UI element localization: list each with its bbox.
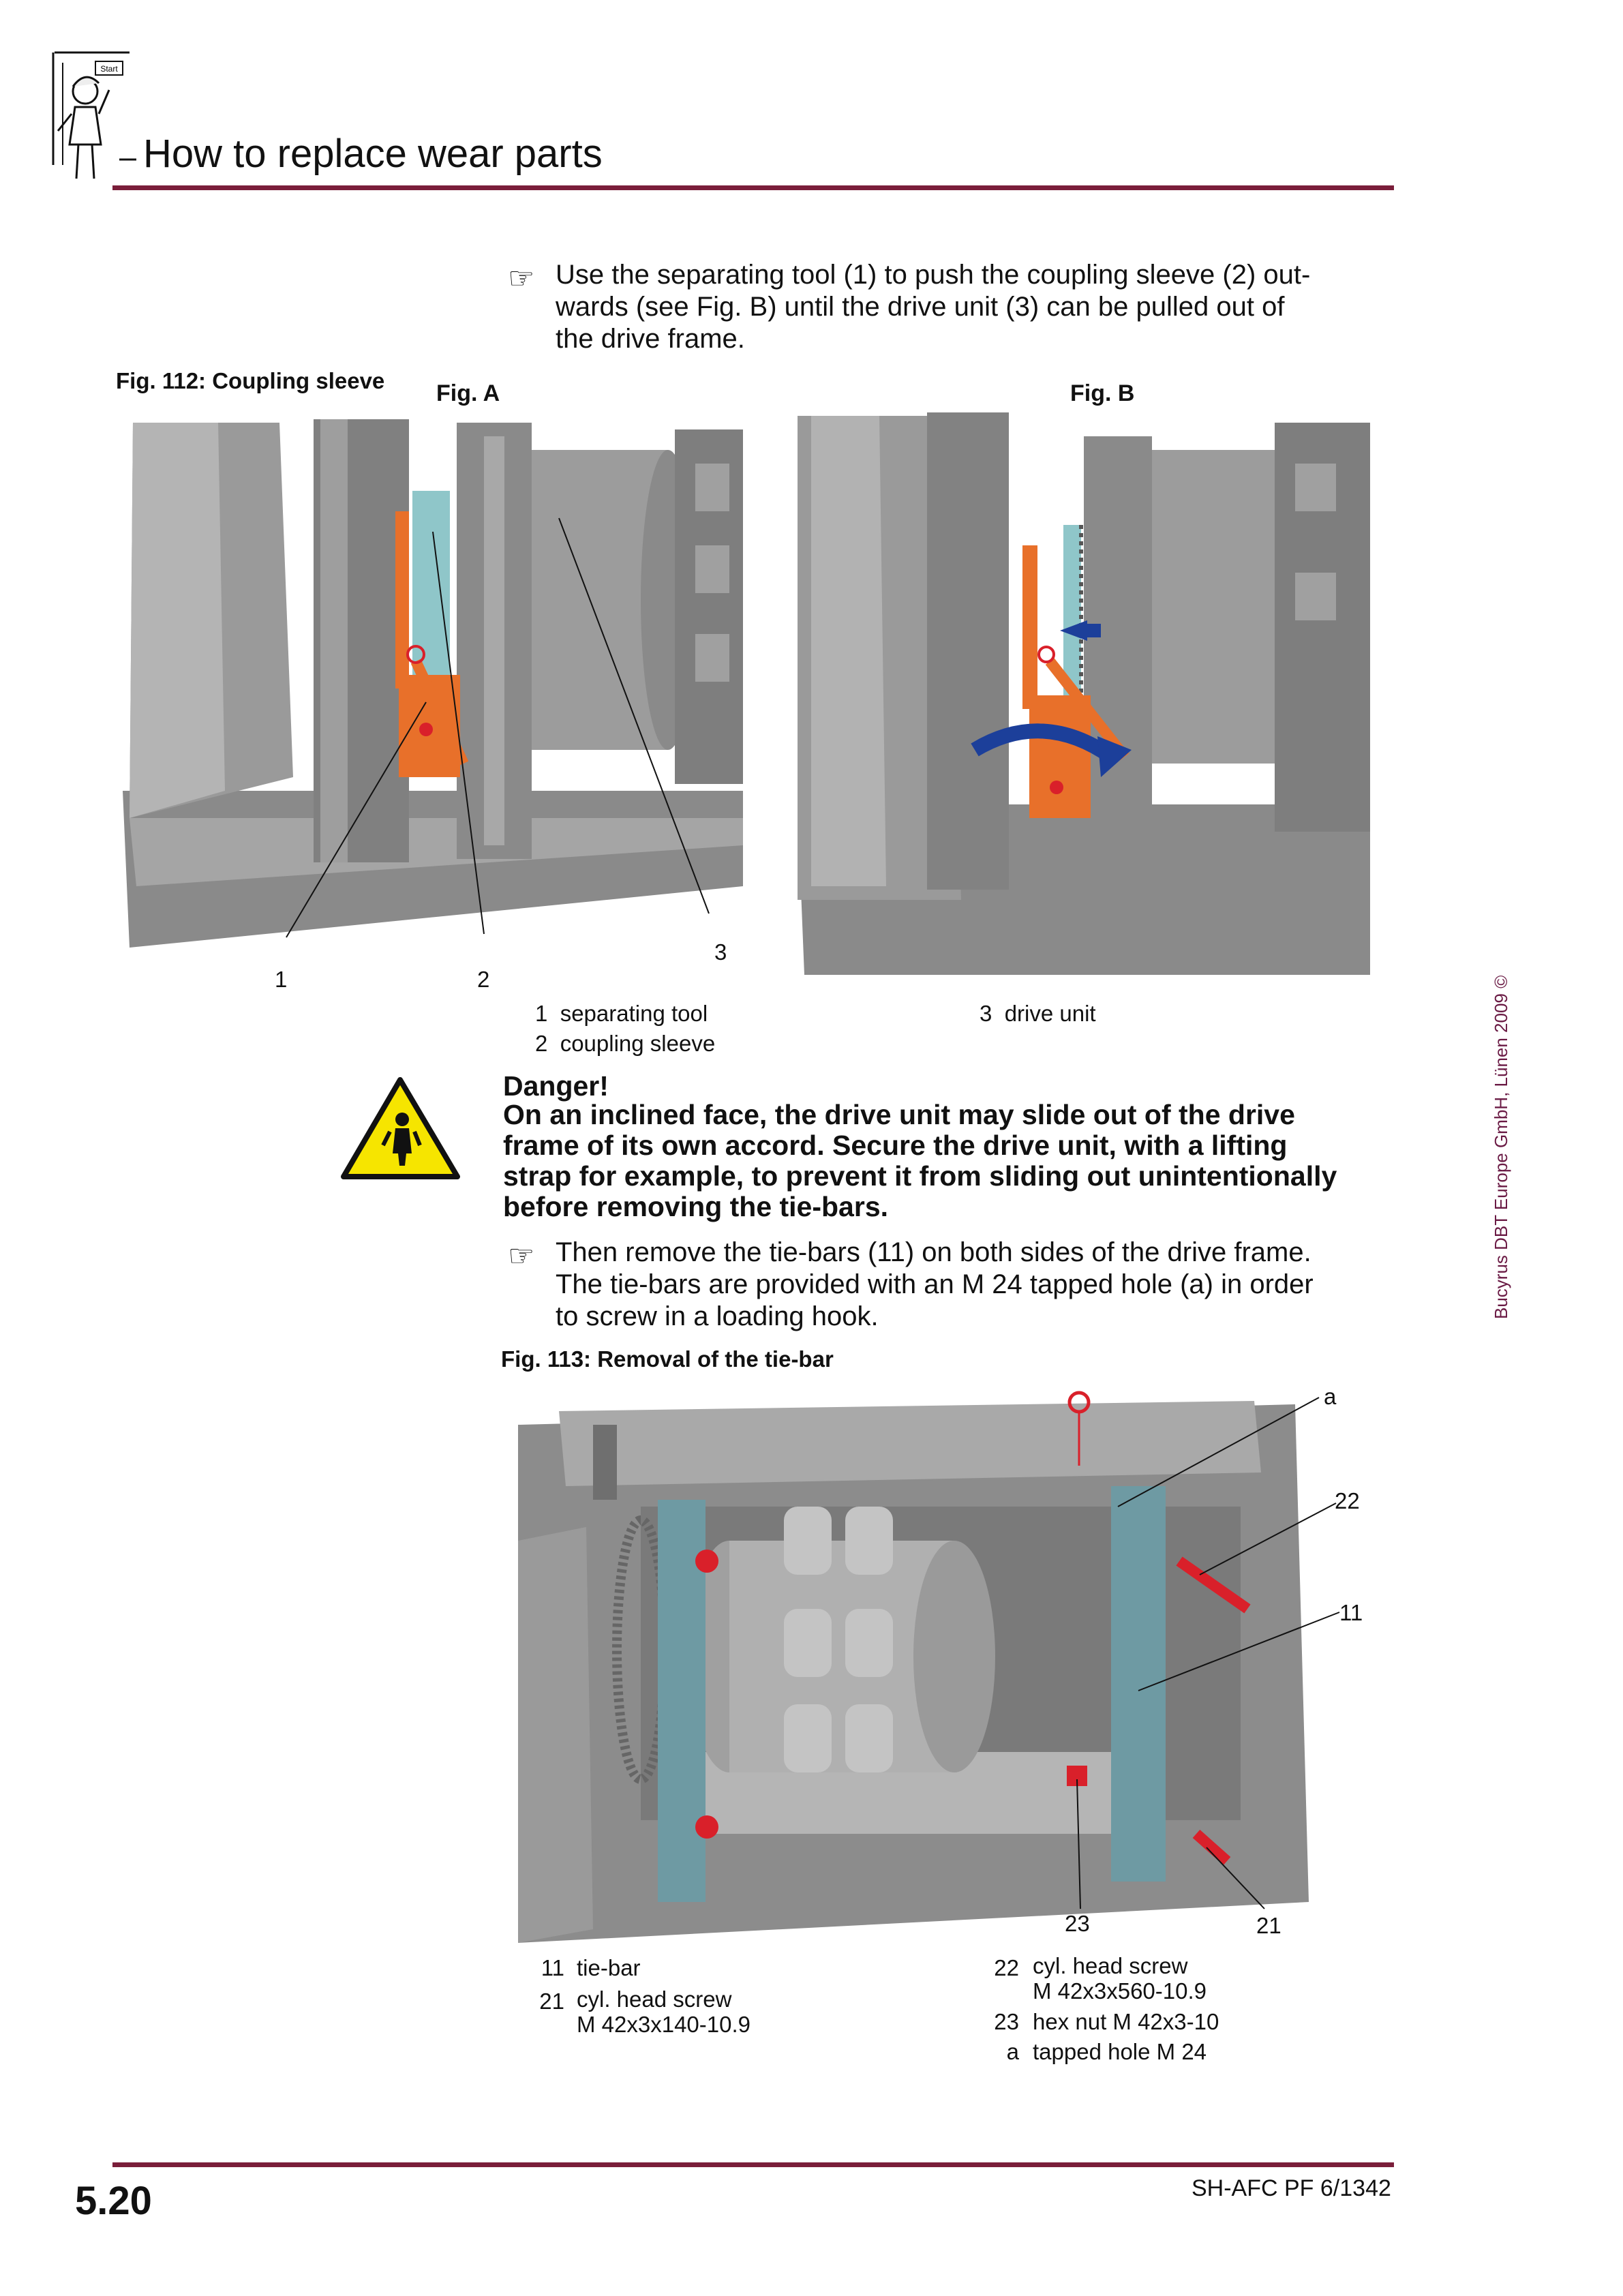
legend-num: a — [1006, 2039, 1019, 2064]
pointing-hand-icon: ☞ — [508, 262, 535, 295]
header-rule — [112, 185, 1394, 190]
legend-item: 11 tie-bar — [518, 1953, 750, 1983]
legend-item: a tapped hole M 24 — [982, 2037, 1219, 2067]
screw-22 — [1176, 1556, 1251, 1614]
figure112-legend-right: 3 drive unit — [980, 999, 1096, 1029]
copyright-note: Bucyrus DBT Europe GmbH, Lünen 2009 © — [1491, 975, 1511, 1319]
legend-num: 1 — [535, 1001, 548, 1026]
legend-text: coupling sleeve — [560, 1031, 716, 1056]
step1-text: Use the separating tool (1) to push the … — [556, 259, 1401, 355]
callout-23: 23 — [1065, 1911, 1090, 1936]
legend-text: M 42x3x560-10.9 — [1033, 1978, 1207, 2004]
rotate-arrow-icon — [971, 723, 1116, 764]
legend-item: 1 separating tool — [535, 999, 715, 1029]
fig-a-illustration — [116, 409, 750, 954]
step2-line: The tie-bars are provided with an M 24 t… — [556, 1269, 1314, 1299]
legend-item: 21 cyl. head screw M 42x3x140-10.9 — [518, 1987, 750, 2037]
pointing-hand-icon: ☞ — [508, 1239, 535, 1273]
start-figure-icon: Start — [48, 49, 136, 185]
legend-item: 23 hex nut M 42x3-10 — [982, 2007, 1219, 2037]
callout-22: 22 — [1335, 1488, 1360, 1513]
callout-21: 21 — [1256, 1913, 1281, 1938]
footer-rule — [112, 2162, 1394, 2167]
page-number: 5.20 — [75, 2179, 152, 2223]
step2-line: Then remove the tie-bars (11) on both si… — [556, 1237, 1311, 1267]
legend-num: 21 — [539, 1989, 564, 2014]
legend-text: tie-bar — [577, 1955, 641, 1980]
fig-b-illustration — [791, 409, 1377, 982]
figure113-legend-left: 11 tie-bar 21 cyl. head screw M 42x3x140… — [518, 1953, 750, 2037]
document-reference: SH-AFC PF 6/1342 — [1192, 2175, 1391, 2201]
legend-text: drive unit — [1004, 1001, 1096, 1026]
step1-line: wards (see Fig. B) until the drive unit … — [556, 292, 1285, 322]
callout-2: 2 — [477, 967, 490, 992]
legend-text: M 42x3x140-10.9 — [577, 2012, 750, 2037]
danger-text: On an inclined face, the drive unit may … — [503, 1100, 1410, 1222]
danger-line: before removing the tie-bars. — [503, 1191, 889, 1222]
legend-text: separating tool — [560, 1001, 708, 1026]
step2-text: Then remove the tie-bars (11) on both si… — [556, 1237, 1408, 1333]
legend-num: 11 — [541, 1955, 564, 1980]
callout-a: a — [1324, 1384, 1337, 1409]
figure113-illustration — [504, 1384, 1350, 1950]
legend-item: 2 coupling sleeve — [535, 1029, 715, 1059]
legend-item: 22 cyl. head screw M 42x3x560-10.9 — [982, 1953, 1219, 2004]
legend-item: 3 drive unit — [980, 999, 1096, 1029]
legend-text: hex nut M 42x3-10 — [1033, 2009, 1219, 2034]
figure112-caption: Fig. 112: Coupling sleeve — [116, 368, 385, 393]
callout-11: 11 — [1339, 1600, 1363, 1625]
callout-3: 3 — [714, 939, 727, 965]
screw-21 — [1192, 1830, 1231, 1865]
danger-line: frame of its own accord. Secure the driv… — [503, 1130, 1288, 1161]
fig-a-label: Fig. A — [436, 380, 500, 406]
step1-line: Use the separating tool (1) to push the … — [556, 260, 1311, 290]
danger-title: Danger! — [503, 1070, 609, 1102]
legend-num: 3 — [980, 1001, 992, 1026]
start-label: Start — [100, 64, 118, 74]
danger-line: strap for example, to prevent it from sl… — [503, 1160, 1337, 1192]
figure112-legend-left: 1 separating tool 2 coupling sleeve — [535, 999, 715, 1059]
figure113-legend-right: 22 cyl. head screw M 42x3x560-10.9 23 he… — [982, 1953, 1219, 2067]
fig-b-label: Fig. B — [1070, 380, 1135, 406]
warning-sign-icon — [341, 1077, 460, 1179]
legend-text: cyl. head screw — [577, 1987, 732, 2012]
legend-num: 23 — [994, 2009, 1019, 2034]
callout-1: 1 — [275, 967, 288, 992]
legend-text: tapped hole M 24 — [1033, 2039, 1207, 2064]
legend-num: 2 — [535, 1031, 548, 1056]
page-title: How to replace wear parts — [143, 132, 603, 176]
danger-line: On an inclined face, the drive unit may … — [503, 1099, 1295, 1130]
step1-line: the drive frame. — [556, 324, 745, 354]
step2-line: to screw in a loading hook. — [556, 1301, 879, 1331]
figure113-caption: Fig. 113: Removal of the tie-bar — [501, 1346, 834, 1372]
legend-num: 22 — [994, 1955, 1019, 1980]
legend-text: cyl. head screw — [1033, 1953, 1188, 1978]
